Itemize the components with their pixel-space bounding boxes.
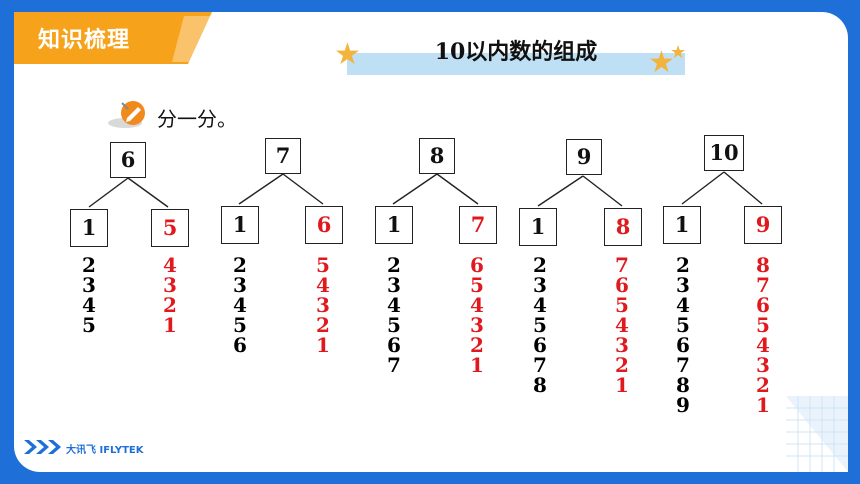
section-tag-label: 知识梳理 xyxy=(38,28,131,53)
whole-box-10: 10 xyxy=(704,135,744,171)
page-title: 10以内数的组成 xyxy=(434,39,598,65)
part-box-left-10: 1 xyxy=(663,206,701,244)
page-curl-corner xyxy=(786,396,848,472)
part-box-right-10: 9 xyxy=(744,206,782,244)
part-box-left-6: 1 xyxy=(70,209,108,247)
star-icon-right-large: ★ xyxy=(648,45,675,80)
instruction-text: 分一分。 xyxy=(157,107,237,131)
star-icon-right-small: ★ xyxy=(670,42,687,63)
part-box-left-8: 1 xyxy=(375,206,413,244)
part-box-right-6: 5 xyxy=(151,209,189,247)
part-box-left-9: 1 xyxy=(519,208,557,246)
part-box-left-7: 1 xyxy=(221,206,259,244)
part-box-right-9: 8 xyxy=(604,208,642,246)
brand-logo-text: 大讯飞 IFLYTEK xyxy=(66,445,144,456)
whole-box-6: 6 xyxy=(110,142,146,178)
star-icon-left: ★ xyxy=(334,37,361,72)
part-box-right-7: 6 xyxy=(305,206,343,244)
title-underline xyxy=(347,53,685,75)
whole-box-9: 9 xyxy=(566,139,602,175)
pencil-icon xyxy=(108,101,145,128)
whole-box-7: 7 xyxy=(265,138,301,174)
section-tag xyxy=(14,12,212,64)
whole-box-8: 8 xyxy=(419,138,455,174)
chevron-logo-icon xyxy=(24,440,61,454)
part-box-right-8: 7 xyxy=(459,206,497,244)
